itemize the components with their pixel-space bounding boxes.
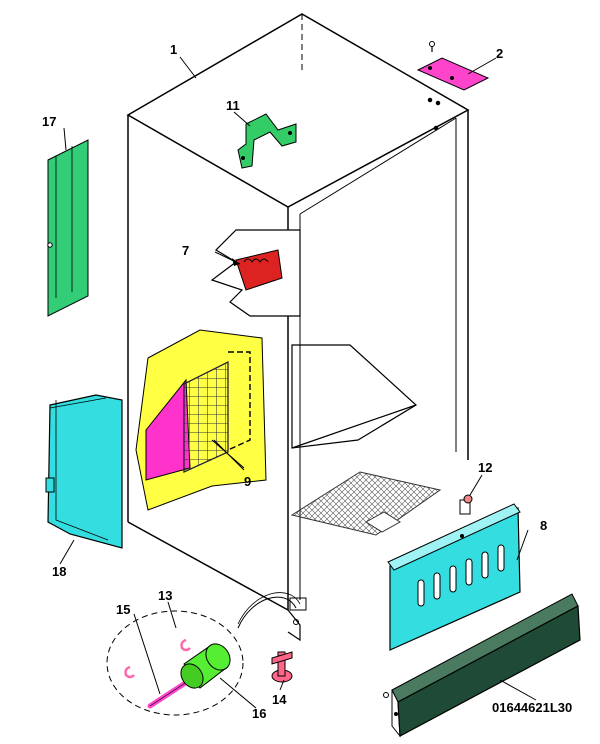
hinge-plate-part-2 xyxy=(416,41,490,91)
part-number-label: 01644621L30 xyxy=(492,700,572,715)
motor-assembly xyxy=(106,592,301,716)
drain-part-12 xyxy=(463,494,473,504)
callout-1: 1 xyxy=(170,42,177,57)
grille-cutout xyxy=(365,511,401,533)
callout-16: 16 xyxy=(252,706,266,721)
callouts: 1 2 7 8 9 11 12 13 14 15 16 17 18 016446… xyxy=(42,42,572,721)
fan-motor-part-16 xyxy=(180,643,231,689)
callout-17: 17 xyxy=(42,114,56,129)
base-screw xyxy=(293,619,299,625)
callout-15: 15 xyxy=(116,602,130,617)
top-hole-1 xyxy=(427,97,433,103)
heater-panel-part-9 xyxy=(135,329,267,511)
callout-13: 13 xyxy=(158,588,172,603)
callout-12: 12 xyxy=(478,460,492,475)
screw-part-14 xyxy=(271,651,293,683)
cabinet-bottom-edge xyxy=(127,521,289,611)
shelf-front xyxy=(291,404,417,449)
callout-11: 11 xyxy=(226,98,240,113)
callout-2: 2 xyxy=(496,46,503,61)
callout-8: 8 xyxy=(540,518,547,533)
inner-shelf xyxy=(291,344,417,449)
cabinet-top xyxy=(126,13,470,208)
bracket-part-11 xyxy=(237,113,297,169)
cabinet xyxy=(126,13,471,642)
evaporator-grille xyxy=(290,471,442,536)
leader-lines xyxy=(59,56,537,709)
panel-part-17 xyxy=(47,139,89,317)
callout-7: 7 xyxy=(182,243,189,258)
callout-14: 14 xyxy=(272,692,287,707)
callout-18: 18 xyxy=(52,564,66,579)
cabinet-base xyxy=(287,609,301,642)
inner-liner-top xyxy=(299,117,457,215)
clip-part-13 xyxy=(180,638,191,652)
kickplate-part-8 xyxy=(387,503,521,651)
cover-part-18 xyxy=(45,394,123,549)
base-bracket xyxy=(289,597,307,611)
bottom-grille xyxy=(383,593,581,738)
clip-part-7-breakout xyxy=(210,229,301,317)
callout-9: 9 xyxy=(244,474,251,489)
top-hole-3 xyxy=(433,125,439,131)
clip-part-13b xyxy=(124,665,135,679)
top-hole-2 xyxy=(435,100,441,106)
